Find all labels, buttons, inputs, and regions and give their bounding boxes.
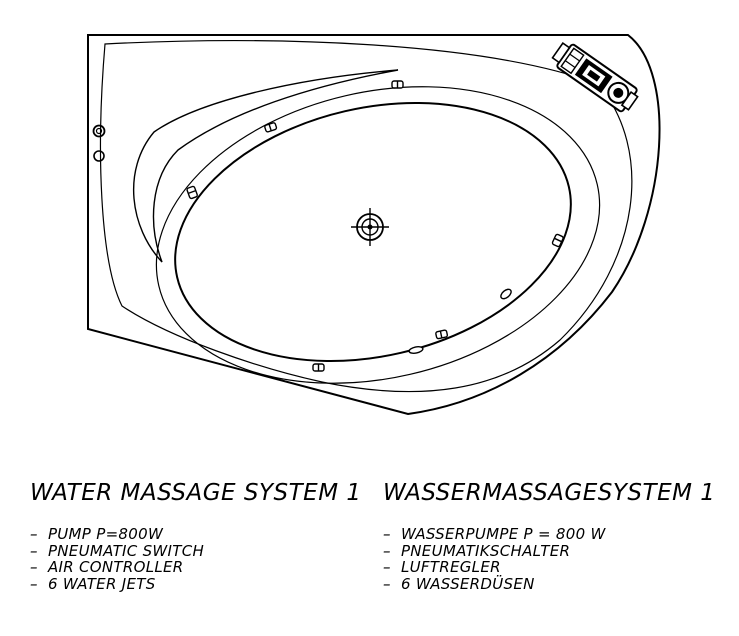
water-jet-icon <box>408 346 424 354</box>
legend-list-german: WASSERPUMPE P = 800 W PNEUMATIKSCHALTER … <box>383 526 606 592</box>
water-jet-icon <box>264 122 278 133</box>
legend-item-luftregler: LUFTREGLER <box>383 559 606 576</box>
legend-item-wasserpumpe: WASSERPUMPE P = 800 W <box>383 526 606 543</box>
legend-item-pump: PUMP P=800W <box>30 526 204 543</box>
water-jet-icon <box>500 288 512 300</box>
tub-outer-rim <box>87 34 661 416</box>
air-controller-icon <box>93 150 105 162</box>
water-jet-icon <box>391 80 404 89</box>
water-jet-icon <box>435 329 449 340</box>
pneumatic-switch-icon <box>92 124 106 138</box>
basin-floor <box>174 101 572 363</box>
legend-title-german: WASSERMASSAGESYSTEM 1 <box>383 480 716 506</box>
water-jet-icon <box>312 363 325 372</box>
tub-crescent-lobe <box>132 69 399 263</box>
water-jet-icon <box>186 185 198 200</box>
water-jet-icon <box>551 233 564 248</box>
legend-item-wasserduesen: 6 WASSERDÜSEN <box>383 575 606 593</box>
legend-item-air-controller: AIR CONTROLLER <box>30 559 204 576</box>
pump-icon <box>551 41 639 113</box>
legend-item-pneumatic-switch: PNEUMATIC SWITCH <box>30 542 204 560</box>
legend-item-pneumatikschalter: PNEUMATIKSCHALTER <box>383 542 606 560</box>
tub-inner-rim <box>99 40 633 393</box>
legend-title-english: WATER MASSAGE SYSTEM 1 <box>30 480 362 506</box>
basin-ring <box>155 86 601 384</box>
bathtub-plan-drawing <box>87 34 661 416</box>
drain-icon <box>351 208 389 246</box>
legend-list-english: PUMP P=800W PNEUMATIC SWITCH AIR CONTROL… <box>30 526 204 592</box>
legend-item-water-jets: 6 WATER JETS <box>30 575 204 593</box>
